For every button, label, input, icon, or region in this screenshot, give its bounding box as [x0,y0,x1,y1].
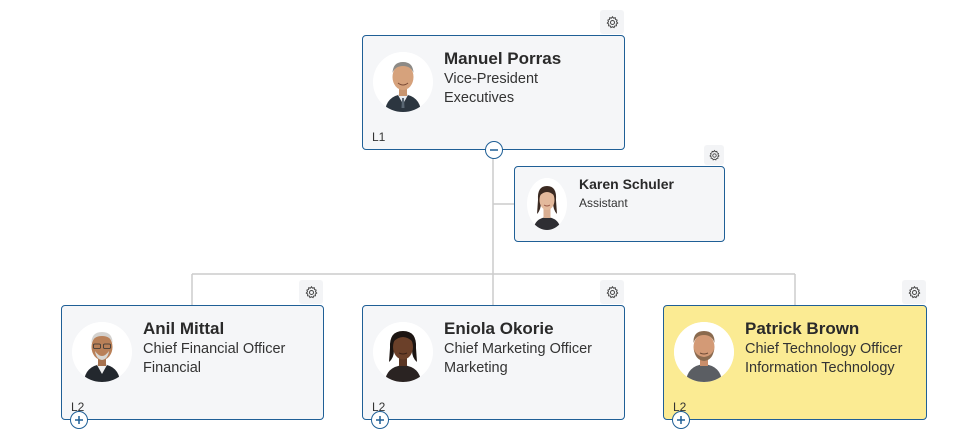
node-level: L2 [71,400,85,414]
expand-plus-icon[interactable] [672,411,690,429]
node-level: L1 [372,130,386,144]
gear-icon[interactable] [704,145,724,165]
avatar [72,322,132,382]
node-department: Executives [444,90,515,106]
node-anil-mittal[interactable]: Anil Mittal Chief Financial Officer Fina… [61,305,324,420]
avatar [674,322,734,382]
node-karen-schuler[interactable]: Karen Schuler Assistant [514,166,725,242]
expand-plus-icon[interactable] [371,411,389,429]
node-title: Chief Marketing Officer [444,341,593,357]
node-department: Marketing [444,360,508,376]
node-title: Chief Technology Officer [745,341,903,357]
node-title: Vice-President [444,71,539,87]
avatar [527,178,567,230]
avatar [373,52,433,112]
node-name: Manuel Porras [444,49,562,68]
avatar [373,322,433,382]
gear-icon[interactable] [902,280,926,304]
node-department: Financial [143,360,202,376]
gear-icon[interactable] [600,280,624,304]
node-name: Patrick Brown [745,319,860,338]
node-title: Assistant [579,196,628,210]
expand-plus-icon[interactable] [70,411,88,429]
node-patrick-brown[interactable]: Patrick Brown Chief Technology Officer I… [663,305,927,420]
node-name: Eniola Okorie [444,319,554,338]
node-title: Chief Financial Officer [143,341,286,357]
node-name: Karen Schuler [579,176,674,192]
node-name: Anil Mittal [143,319,225,338]
gear-icon[interactable] [299,280,323,304]
node-manuel-porras[interactable]: Manuel Porras Vice-President Executives … [362,35,625,150]
node-level: L2 [673,400,687,414]
node-department: Information Technology [745,360,895,376]
gear-icon[interactable] [600,10,624,34]
node-eniola-okorie[interactable]: Eniola Okorie Chief Marketing Officer Ma… [362,305,625,420]
collapse-minus-icon[interactable] [485,141,503,159]
node-level: L2 [372,400,386,414]
